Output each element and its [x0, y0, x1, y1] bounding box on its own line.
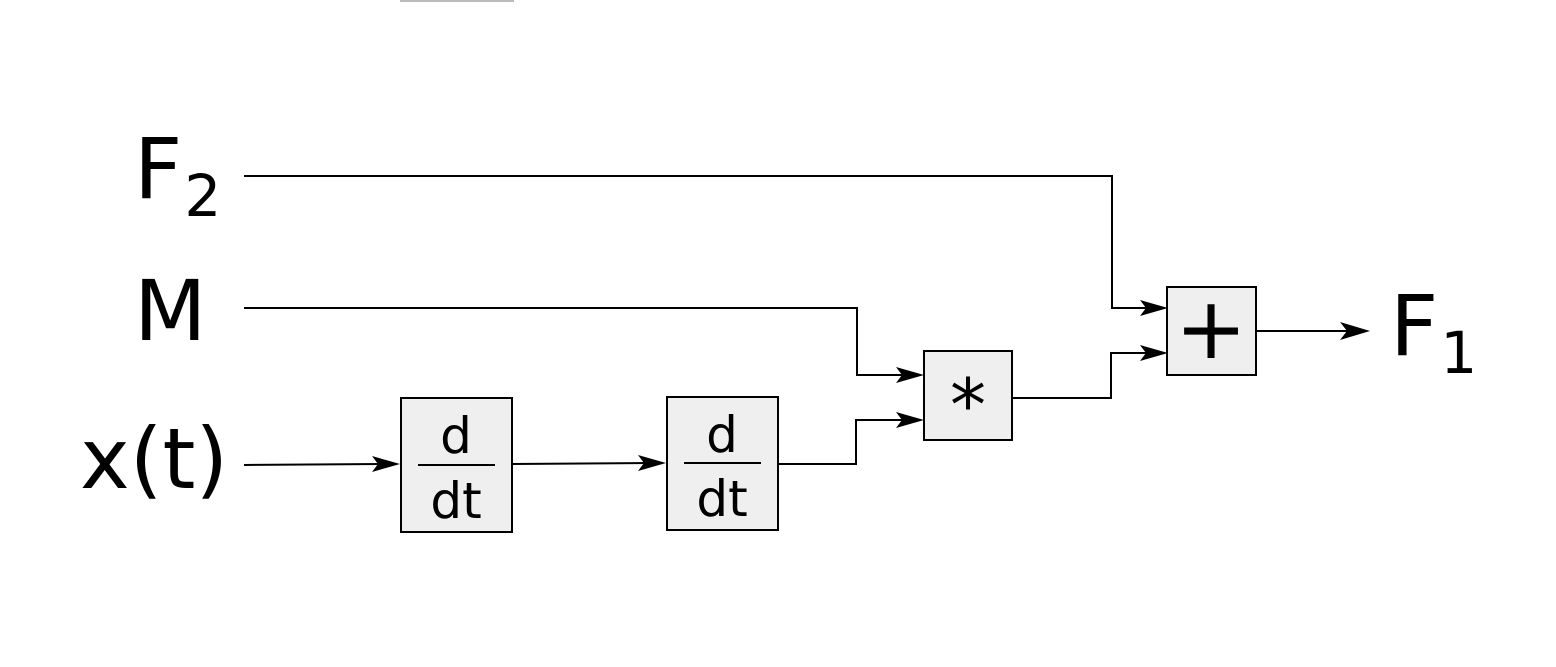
arrow-f2-to-sum	[1140, 300, 1168, 316]
multiply-block: *	[923, 350, 1013, 447]
input-label-f2-subscript: 2	[184, 162, 221, 230]
input-label-x: x(t)	[80, 410, 228, 508]
wire-multiply-to-sum	[1012, 352, 1150, 399]
differentiator-block-1: d dt	[400, 397, 513, 533]
multiply-symbol: *	[950, 363, 986, 447]
wire-m-to-multiply	[244, 307, 906, 376]
arrow-m-to-multiply	[896, 367, 924, 383]
arrow-diff2-to-multiply	[896, 412, 924, 428]
sum-block: +	[1166, 279, 1257, 379]
sum-block-box	[1166, 286, 1257, 376]
arrow-sum-to-output	[1340, 322, 1370, 340]
multiply-block-box	[923, 350, 1013, 441]
wire-diff2-to-multiply	[778, 419, 906, 465]
input-label-m: M	[134, 262, 206, 360]
arrow-multiply-to-sum	[1140, 345, 1168, 361]
wire-f2-to-sum	[244, 175, 1150, 309]
wire-diff1-to-diff2	[511, 462, 649, 465]
arrow-x-to-diff1	[372, 456, 400, 472]
output-label-f1-subscript: 1	[1440, 319, 1477, 387]
arrow-diff1-to-diff2	[638, 455, 666, 471]
differentiator-1-numerator: d	[440, 407, 472, 465]
input-label-f2: F2	[134, 120, 221, 230]
differentiator-2-denominator: dt	[696, 470, 747, 528]
wire-x-to-diff1	[243, 463, 383, 466]
output-label-f1: F1	[1390, 277, 1477, 387]
differentiator-2-numerator: d	[706, 406, 738, 464]
differentiator-1-denominator: dt	[430, 472, 481, 530]
differentiator-block-2: d dt	[666, 396, 779, 531]
sum-symbol: +	[1175, 279, 1247, 379]
